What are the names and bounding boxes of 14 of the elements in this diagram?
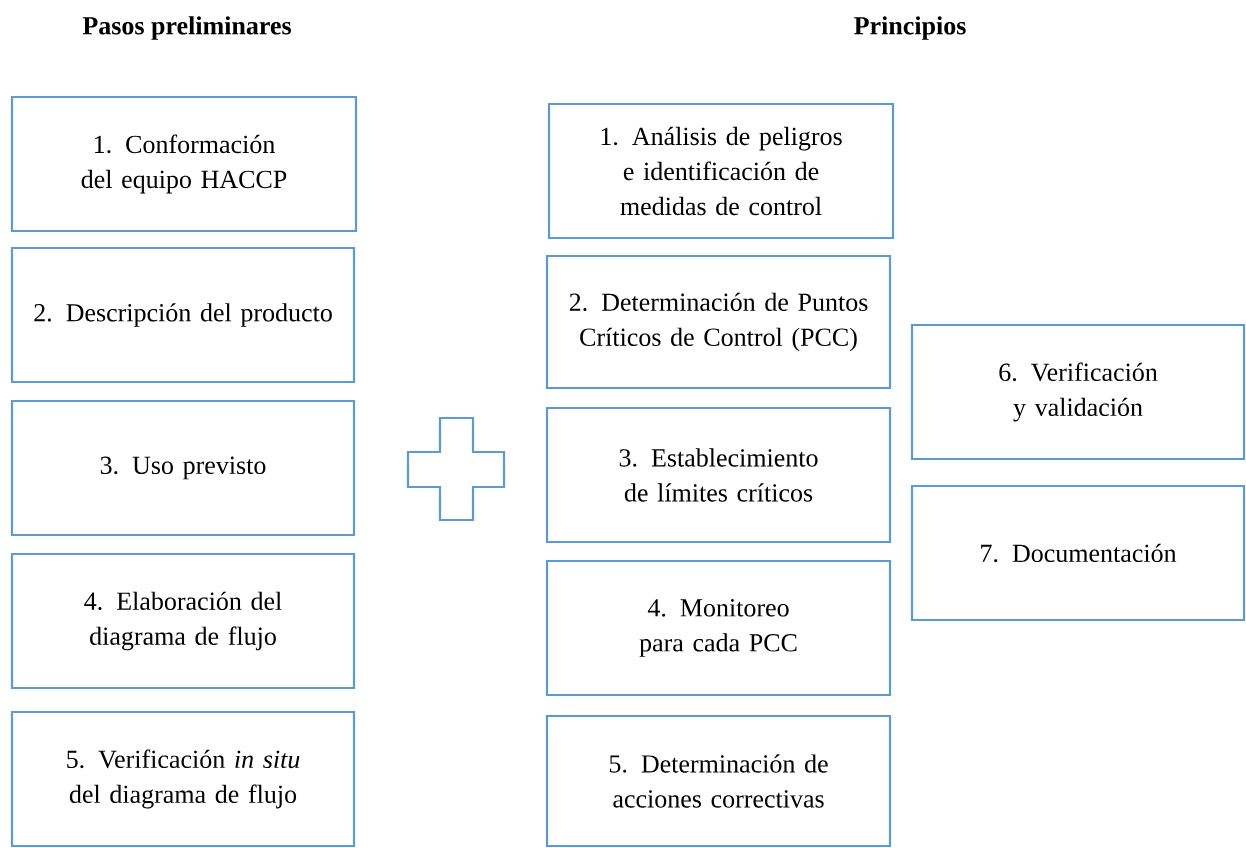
- step-box: 1. Conformación del equipo HACCP: [10, 95, 358, 233]
- step-box: 4. Elaboración del diagrama de flujo: [10, 552, 356, 690]
- step-box: 6. Verificación y validación: [910, 323, 1246, 461]
- column-heading: Principios: [854, 16, 966, 40]
- step-box: 4. Monitoreo para cada PCC: [545, 559, 892, 697]
- step-box: 1. Análisis de peligros e identificación de medidas de control: [547, 102, 895, 240]
- step-box: 5. Verificación in situ del diagrama de flujo: [10, 710, 356, 848]
- step-box: 3. Uso previsto: [10, 399, 356, 537]
- step-box: 2. Descripción del producto: [10, 246, 356, 384]
- step-box: 2. Determinación de Puntos Críticos de Control (PCC): [545, 254, 892, 390]
- step-box: 3. Establecimiento de límites críticos: [545, 406, 892, 544]
- step-box: 7. Documentación: [910, 484, 1246, 622]
- column-heading: Pasos preliminares: [82, 16, 291, 40]
- step-box: 5. Determinación de acciones correctivas: [545, 714, 892, 848]
